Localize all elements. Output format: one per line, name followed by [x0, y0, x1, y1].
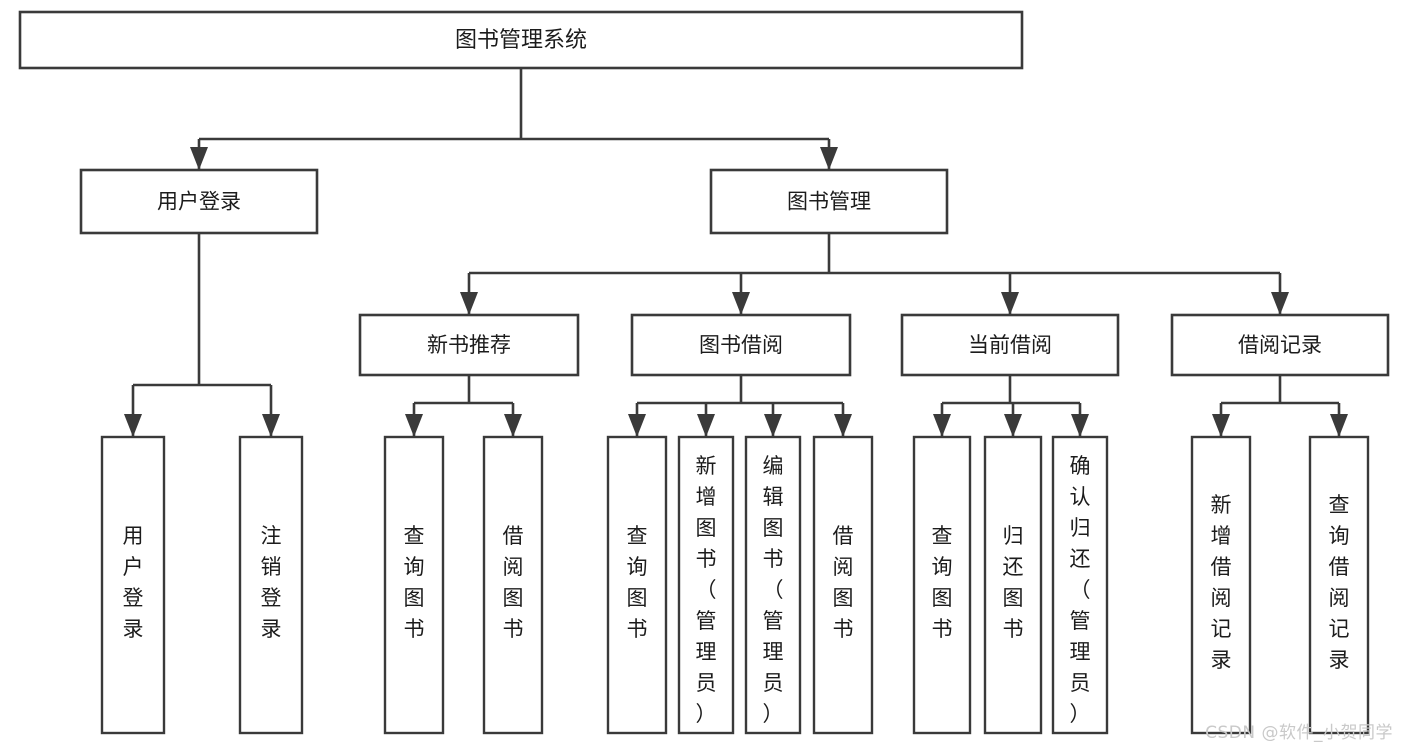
node-box[interactable]: [912, 435, 972, 735]
node-box[interactable]: [1308, 435, 1370, 735]
node-book-borrow[interactable]: 图书借阅: [630, 313, 852, 377]
node-label: 借阅记录: [1238, 333, 1322, 357]
node-label: 查询图书: [404, 524, 425, 641]
arrow-head-icon: [1330, 414, 1348, 437]
node-label: 用户登录: [157, 190, 241, 214]
node-box[interactable]: [1170, 313, 1390, 377]
node-book-manage[interactable]: 图书管理: [709, 168, 949, 235]
node-box[interactable]: [744, 435, 802, 735]
node-leaf-add-book[interactable]: 新增图书（管理员）: [677, 435, 735, 735]
node-label: 查询图书: [932, 524, 953, 641]
node-box[interactable]: [1051, 435, 1109, 735]
arrow-head-icon: [1271, 292, 1289, 315]
node-leaf-query-book-borrow[interactable]: 查询图书: [606, 435, 668, 735]
node-new-book-rec[interactable]: 新书推荐: [358, 313, 580, 377]
arrow-head-icon: [1071, 414, 1089, 437]
arrow-head-icon: [697, 414, 715, 437]
node-box[interactable]: [100, 435, 166, 735]
arrow-head-icon: [834, 414, 852, 437]
node-leaf-borrow-book-rec[interactable]: 借阅图书: [482, 435, 544, 735]
arrow-head-icon: [262, 414, 280, 437]
node-box[interactable]: [18, 10, 1024, 70]
node-box[interactable]: [709, 168, 949, 235]
node-label: 新增借阅记录: [1211, 493, 1232, 672]
node-label: 注销登录: [261, 524, 282, 641]
node-leaf-return-book[interactable]: 归还图书: [983, 435, 1043, 735]
node-borrow-record[interactable]: 借阅记录: [1170, 313, 1390, 377]
node-leaf-user-login[interactable]: 用户登录: [100, 435, 166, 735]
node-leaf-query-book-current[interactable]: 查询图书: [912, 435, 972, 735]
node-label: 归还图书: [1003, 524, 1024, 641]
node-box[interactable]: [482, 435, 544, 735]
node-label: 编辑图书（管理员）: [763, 454, 784, 726]
arrow-head-icon: [124, 414, 142, 437]
node-box[interactable]: [79, 168, 319, 235]
connector-layer: [124, 68, 1348, 437]
arrow-head-icon: [1212, 414, 1230, 437]
node-label: 用户登录: [123, 524, 144, 641]
node-root[interactable]: 图书管理系统: [18, 10, 1024, 70]
node-leaf-edit-book[interactable]: 编辑图书（管理员）: [744, 435, 802, 735]
node-box[interactable]: [383, 435, 445, 735]
node-box[interactable]: [606, 435, 668, 735]
arrow-head-icon: [460, 292, 478, 315]
arrow-head-icon: [190, 147, 208, 170]
arrow-head-icon: [504, 414, 522, 437]
arrow-head-icon: [1001, 292, 1019, 315]
node-box[interactable]: [900, 313, 1120, 377]
node-box[interactable]: [358, 313, 580, 377]
node-layer: 图书管理系统用户登录图书管理新书推荐图书借阅当前借阅借阅记录用户登录注销登录查询…: [18, 10, 1390, 735]
node-label: 新增图书（管理员）: [696, 454, 717, 726]
node-box[interactable]: [630, 313, 852, 377]
node-label: 图书管理系统: [455, 28, 587, 53]
node-box[interactable]: [238, 435, 304, 735]
node-leaf-user-logout[interactable]: 注销登录: [238, 435, 304, 735]
node-leaf-add-record[interactable]: 新增借阅记录: [1190, 435, 1252, 735]
node-leaf-borrow-book[interactable]: 借阅图书: [812, 435, 874, 735]
node-box[interactable]: [1190, 435, 1252, 735]
csdn-watermark: CSDN @软件_小贺同学: [1205, 723, 1393, 743]
arrow-head-icon: [820, 147, 838, 170]
node-box[interactable]: [677, 435, 735, 735]
node-label: 新书推荐: [427, 333, 511, 357]
arrow-head-icon: [764, 414, 782, 437]
node-label: 查询图书: [627, 524, 648, 641]
arrow-head-icon: [933, 414, 951, 437]
node-box[interactable]: [983, 435, 1043, 735]
node-user-login[interactable]: 用户登录: [79, 168, 319, 235]
node-current-borrow[interactable]: 当前借阅: [900, 313, 1120, 377]
node-leaf-confirm-return[interactable]: 确认归还（管理员）: [1051, 435, 1109, 735]
node-leaf-query-record[interactable]: 查询借阅记录: [1308, 435, 1370, 735]
node-label: 图书借阅: [699, 333, 783, 357]
arrow-head-icon: [405, 414, 423, 437]
node-label: 确认归还（管理员）: [1070, 454, 1091, 726]
node-leaf-query-book-rec[interactable]: 查询图书: [383, 435, 445, 735]
node-label: 查询借阅记录: [1329, 493, 1350, 672]
node-box[interactable]: [812, 435, 874, 735]
node-label: 图书管理: [787, 190, 871, 214]
arrow-head-icon: [732, 292, 750, 315]
node-label: 借阅图书: [503, 524, 524, 641]
arrow-head-icon: [1004, 414, 1022, 437]
arrow-head-icon: [628, 414, 646, 437]
node-label: 当前借阅: [968, 333, 1052, 357]
node-label: 借阅图书: [833, 524, 854, 641]
